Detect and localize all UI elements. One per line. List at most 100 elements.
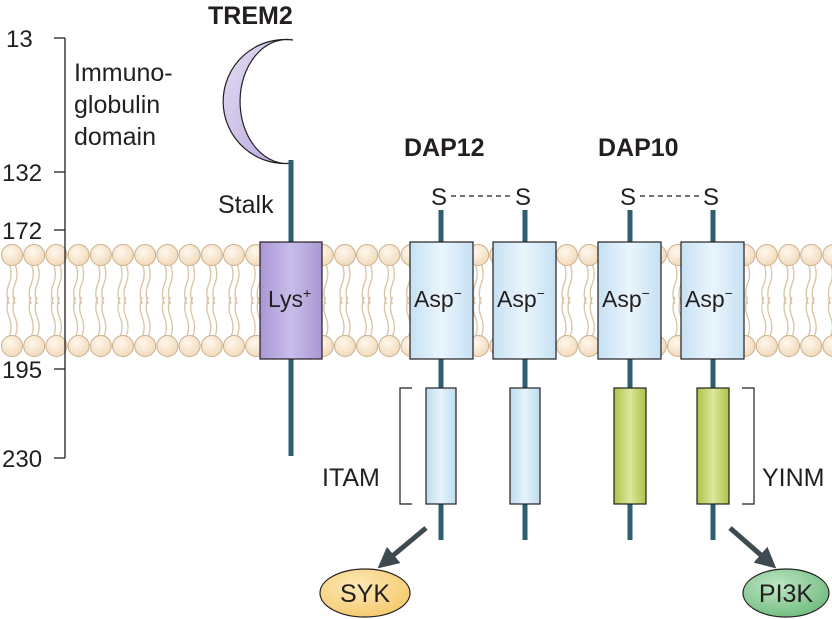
lipid-head xyxy=(356,244,379,266)
lipid-tail xyxy=(95,263,107,338)
lys-transmembrane-box xyxy=(259,241,323,360)
lipid-head xyxy=(356,335,379,357)
dap12-tm-box-left xyxy=(409,241,474,360)
lipid-head xyxy=(223,244,245,266)
lipid-head xyxy=(1,244,23,266)
lipid-tail xyxy=(28,263,40,338)
dap12-title: DAP12 xyxy=(404,134,485,162)
lipid-tail xyxy=(117,263,129,338)
lipid-tail xyxy=(827,263,832,338)
lipid-tail xyxy=(783,263,795,338)
lipid-head xyxy=(822,244,832,266)
dap10-title: DAP10 xyxy=(598,134,679,162)
lipid-head xyxy=(800,244,823,266)
ruler-tick-132: 132 xyxy=(2,160,42,187)
lipid-tail xyxy=(161,263,174,338)
dap12-asp-label-left: Asp− xyxy=(414,285,462,312)
lipid-tail xyxy=(183,263,196,338)
lys-label: Lys+ xyxy=(268,285,311,312)
lipid-tail xyxy=(6,263,18,338)
lipid-head xyxy=(778,244,800,266)
dap12-asp-label-right: Asp− xyxy=(497,285,545,312)
lipid-head xyxy=(200,335,223,357)
dap12-sulfur-left: S xyxy=(431,184,447,211)
trem2-ig-domain-crescent xyxy=(222,38,294,165)
lipid-tail xyxy=(250,263,262,338)
lipid-head xyxy=(45,335,68,357)
itam-label: ITAM xyxy=(322,464,380,492)
stalk-label: Stalk xyxy=(218,191,274,219)
yinm-box-left xyxy=(613,387,647,505)
lipid-head xyxy=(200,244,223,266)
lipid-head xyxy=(134,335,157,357)
lipid-head xyxy=(23,244,46,266)
dap10-asp-label-right: Asp− xyxy=(685,285,733,312)
lipid-tail xyxy=(805,263,817,338)
lipid-head xyxy=(1,335,23,357)
immunoglobulin-domain-label-line1: Immuno- xyxy=(74,59,173,87)
lipid-head xyxy=(578,244,601,266)
lipid-tail xyxy=(383,263,396,338)
syk-ellipse xyxy=(319,568,411,618)
itam-box-right xyxy=(509,387,541,505)
lipid-head xyxy=(556,335,578,357)
lipid-head xyxy=(556,244,578,266)
lipid-tail xyxy=(561,263,573,338)
lipid-tail xyxy=(583,263,595,338)
ruler-tick-172: 172 xyxy=(2,218,42,245)
yinm-label: YINM xyxy=(762,464,825,492)
lipid-tail xyxy=(761,263,773,338)
ruler-tick-230: 230 xyxy=(2,446,42,473)
trem2-title: TREM2 xyxy=(208,2,293,30)
dap10-tm-box-right xyxy=(680,241,745,360)
lipid-head xyxy=(178,335,201,357)
lipid-tail xyxy=(72,263,85,338)
lipid-head xyxy=(800,335,823,357)
lipid-head xyxy=(178,244,201,266)
residue-ruler xyxy=(54,37,66,459)
lipid-head xyxy=(45,244,68,266)
lipid-head xyxy=(778,335,800,357)
itam-box-left xyxy=(425,387,457,505)
yinm-bracket xyxy=(742,387,755,505)
dap10-tm-box-left xyxy=(597,241,662,360)
lipid-tail xyxy=(472,263,484,338)
lipid-head xyxy=(89,244,112,266)
lipid-tail xyxy=(139,263,151,338)
ruler-tick-13: 13 xyxy=(6,26,33,53)
lipid-head xyxy=(578,335,601,357)
dap12-tm-box-right xyxy=(492,241,557,360)
immunoglobulin-domain-label-line2: globulin xyxy=(74,91,160,119)
lipid-head xyxy=(156,244,179,266)
itam-bracket xyxy=(399,387,412,505)
lipid-head xyxy=(23,335,46,357)
dap10-asp-label-left: Asp− xyxy=(602,285,650,312)
yinm-box-right xyxy=(696,387,730,505)
arrow-to-syk xyxy=(377,526,428,569)
lipid-head xyxy=(67,335,90,357)
lipid-head xyxy=(223,335,245,357)
arrow-to-pi3k xyxy=(728,526,777,569)
lipid-head xyxy=(378,244,401,266)
dap12-sulfur-right: S xyxy=(515,184,531,211)
syk-label: SYK xyxy=(340,580,390,608)
lipid-head xyxy=(112,335,134,357)
lipid-tail xyxy=(228,263,240,338)
lipid-head xyxy=(112,244,134,266)
lipid-head xyxy=(334,244,356,266)
lipid-head xyxy=(156,335,179,357)
ruler-tick-195: 195 xyxy=(2,357,42,384)
dap10-sulfur-right: S xyxy=(703,184,719,211)
lipid-tail xyxy=(361,263,373,338)
lipid-head xyxy=(378,335,401,357)
lipid-head xyxy=(822,335,832,357)
lipid-head xyxy=(755,244,778,266)
lipid-head xyxy=(755,335,778,357)
immunoglobulin-domain-label-line3: domain xyxy=(74,123,156,151)
lipid-head xyxy=(89,335,112,357)
lipid-tail xyxy=(339,263,351,338)
dap10-sulfur-left: S xyxy=(620,184,636,211)
lipid-head xyxy=(134,244,157,266)
lipid-tail xyxy=(206,263,218,338)
